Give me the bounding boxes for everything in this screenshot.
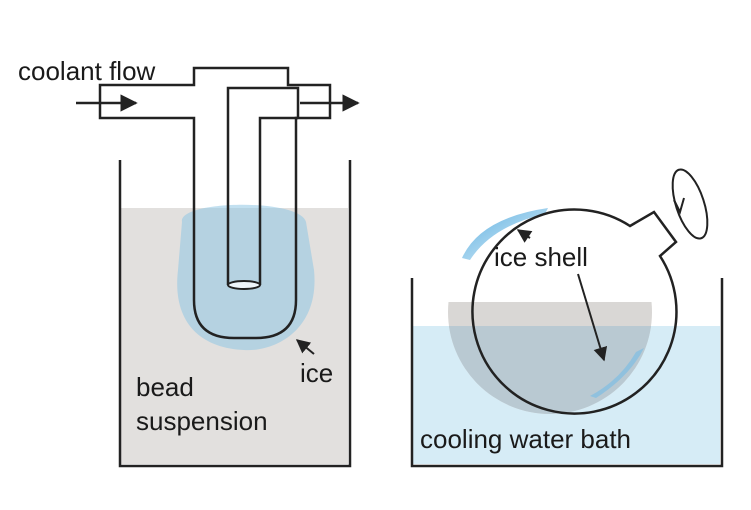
ice-shell-label: ice shell <box>494 242 588 272</box>
left-beaker <box>118 160 352 468</box>
right-panel: ice shell cooling water bath <box>410 168 724 468</box>
ice-shell-pointer-arrows <box>516 229 608 362</box>
ice-shell-top <box>462 208 548 260</box>
right-beaker <box>410 278 724 468</box>
ice-layer <box>177 204 315 351</box>
cold-finger-inner-tube <box>226 86 300 285</box>
rotation-arrow-icon <box>671 168 709 240</box>
ice-pointer-arrow <box>295 339 315 355</box>
round-flask <box>471 208 678 415</box>
bead-label: bead <box>136 372 194 402</box>
left-panel: coolant flow ice bead suspension <box>18 56 360 468</box>
inner-tube-opening <box>227 280 261 290</box>
coolant-flow-label: coolant flow <box>18 56 156 86</box>
suspension-label: suspension <box>136 406 268 436</box>
ice-label: ice <box>300 358 333 388</box>
cold-finger-outer <box>98 66 332 340</box>
cooling-water-bath-label: cooling water bath <box>420 424 631 454</box>
ice-shell-bottom <box>590 348 644 398</box>
